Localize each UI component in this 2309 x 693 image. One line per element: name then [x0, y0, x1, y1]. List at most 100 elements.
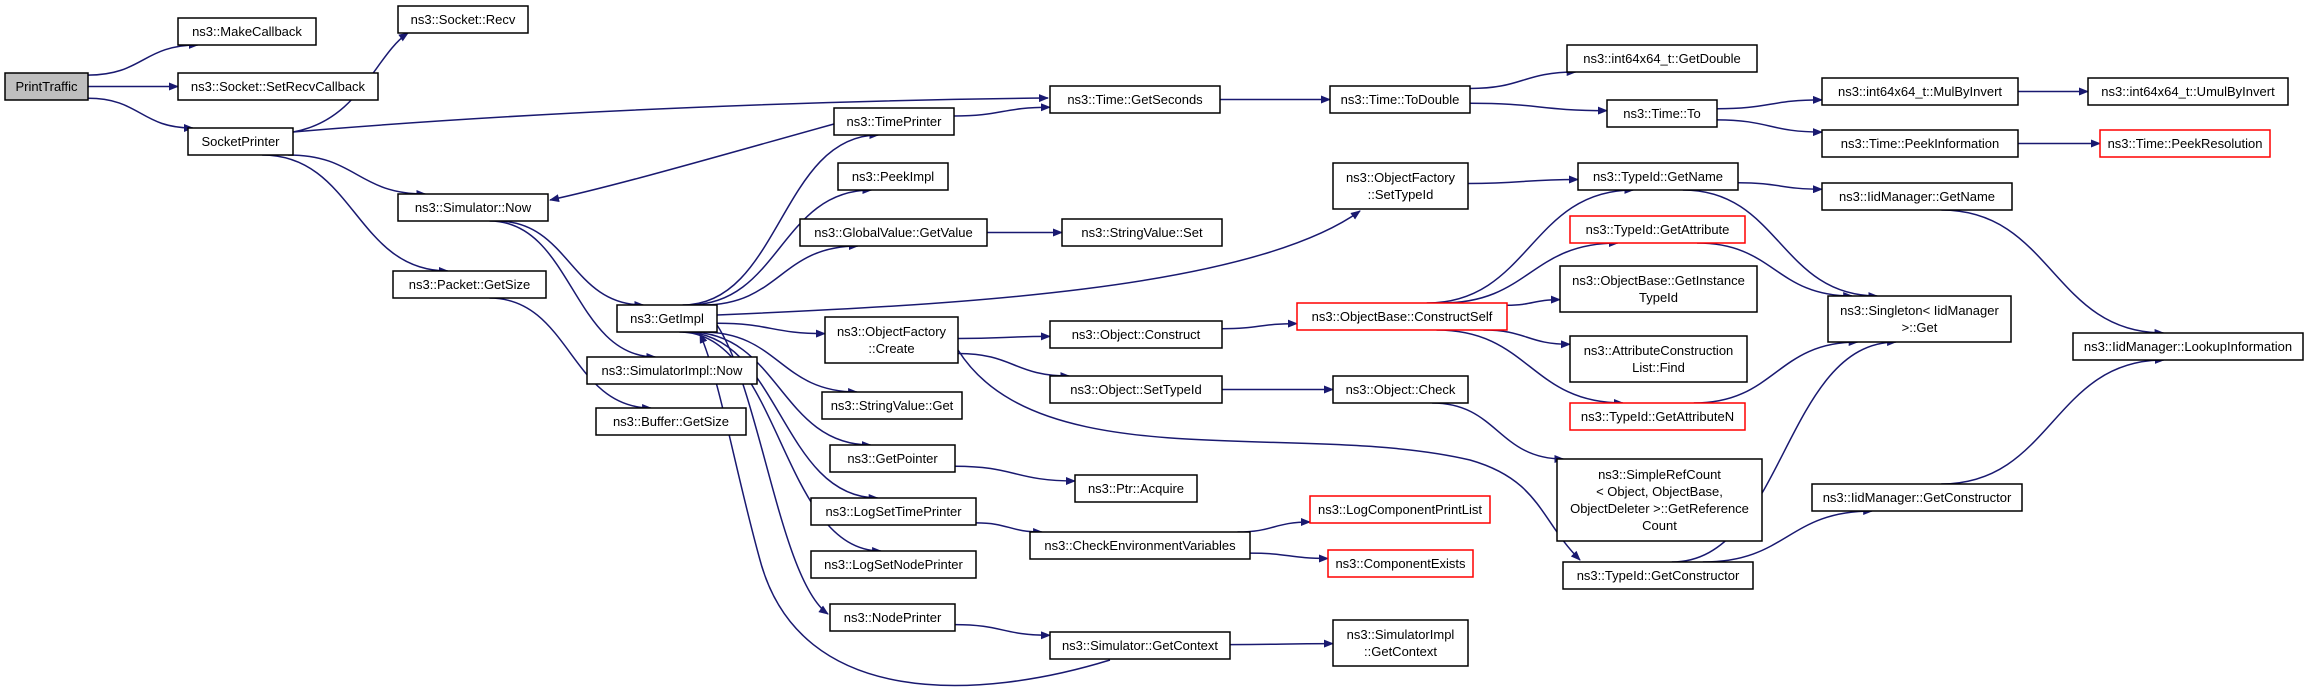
- node-simulator-impl-get-context[interactable]: ns3::SimulatorImpl::GetContext: [1332, 619, 1469, 667]
- edge-print-traffic-to-make-callback: [87, 41, 199, 76]
- node-peek-information[interactable]: ns3::Time::PeekInformation: [1821, 129, 2019, 158]
- node-type-id-get-attribute[interactable]: ns3::TypeId::GetAttribute: [1569, 215, 1746, 244]
- node-check-env-vars[interactable]: ns3::CheckEnvironmentVariables: [1029, 531, 1251, 560]
- node-box: [2087, 77, 2289, 106]
- node-get-pointer[interactable]: ns3::GetPointer: [829, 444, 956, 473]
- node-iid-get-name[interactable]: ns3::IidManager::GetName: [1821, 182, 2013, 211]
- edge-type-id-get-name-to-iid-get-name: [1737, 181, 1823, 194]
- node-box: [595, 407, 747, 436]
- node-type-id-get-constructor[interactable]: ns3::TypeId::GetConstructor: [1562, 561, 1754, 590]
- node-simulator-impl-now[interactable]: ns3::SimulatorImpl::Now: [586, 356, 758, 385]
- node-construct-self[interactable]: ns3::ObjectBase::ConstructSelf: [1296, 302, 1508, 331]
- node-simulator-get-context[interactable]: ns3::Simulator::GetContext: [1049, 631, 1231, 660]
- edge-get-impl-to-peek-impl: [688, 186, 873, 306]
- node-component-exists[interactable]: ns3::ComponentExists: [1327, 549, 1474, 578]
- node-box: [4, 72, 89, 101]
- node-label: ns3::StringValue::Set: [1081, 225, 1203, 240]
- edge-get-impl-to-global-value-get-value: [702, 242, 859, 306]
- edge-socket-printer-to-packet-get-size: [262, 154, 449, 275]
- node-iid-get-constructor[interactable]: ns3::IidManager::GetConstructor: [1811, 483, 2023, 512]
- node-label: ns3::Ptr::Acquire: [1088, 481, 1184, 496]
- node-singleton-get[interactable]: ns3::Singleton< IidManager>::Get: [1827, 295, 2012, 343]
- node-log-set-time-printer[interactable]: ns3::LogSetTimePrinter: [810, 497, 977, 526]
- node-socket-recv[interactable]: ns3::Socket::Recv: [397, 5, 529, 34]
- node-buffer-get-size[interactable]: ns3::Buffer::GetSize: [595, 407, 747, 436]
- node-label: ns3::Buffer::GetSize: [613, 414, 729, 429]
- node-time-get-seconds[interactable]: ns3::Time::GetSeconds: [1049, 85, 1221, 114]
- edge-print-traffic-to-socket-printer: [87, 97, 194, 132]
- node-peek-impl[interactable]: ns3::PeekImpl: [837, 162, 949, 191]
- node-label: ns3::GetImpl: [630, 311, 704, 326]
- node-string-value-set[interactable]: ns3::StringValue::Set: [1061, 218, 1223, 247]
- node-label: ns3::ObjectFactory: [837, 324, 947, 339]
- node-box: [1556, 458, 1763, 542]
- node-node-printer[interactable]: ns3::NodePrinter: [829, 603, 956, 632]
- node-box: [1577, 162, 1739, 191]
- node-object-factory-create[interactable]: ns3::ObjectFactory::Create: [824, 316, 959, 364]
- node-label: ns3::Object::SetTypeId: [1070, 382, 1202, 397]
- node-label: ::GetContext: [1364, 644, 1437, 659]
- node-label: PrintTraffic: [15, 79, 78, 94]
- edge-time-printer-to-simulator-now: [549, 123, 835, 203]
- node-packet-get-size[interactable]: ns3::Packet::GetSize: [392, 270, 547, 299]
- edge-log-set-time-printer-to-check-env-vars: [975, 522, 1044, 536]
- node-int64-get-double[interactable]: ns3::int64x64_t::GetDouble: [1566, 44, 1758, 73]
- node-simple-ref-count[interactable]: ns3::SimpleRefCount< Object, ObjectBase,…: [1556, 458, 1763, 542]
- node-label: SocketPrinter: [201, 134, 280, 149]
- edge-packet-get-size-to-buffer-get-size: [489, 297, 653, 412]
- node-type-id-get-attribute-n[interactable]: ns3::TypeId::GetAttributeN: [1569, 402, 1746, 431]
- node-label: ns3::NodePrinter: [844, 610, 942, 625]
- node-time-to[interactable]: ns3::Time::To: [1606, 99, 1718, 128]
- node-box: [1049, 631, 1231, 660]
- node-box: [2072, 332, 2304, 361]
- edge-time-to-double-to-time-to: [1469, 102, 1608, 115]
- node-label: ns3::TimePrinter: [847, 114, 943, 129]
- node-label: ns3::SimulatorImpl::Now: [602, 363, 743, 378]
- edge-simulator-now-to-get-impl: [496, 220, 645, 309]
- node-label: >::Get: [1902, 320, 1938, 335]
- node-box: [586, 356, 758, 385]
- node-box: [1569, 215, 1746, 244]
- node-object-construct[interactable]: ns3::Object::Construct: [1049, 320, 1223, 349]
- node-ptr-acquire[interactable]: ns3::Ptr::Acquire: [1074, 474, 1198, 503]
- node-umul-by-invert[interactable]: ns3::int64x64_t::UmulByInvert: [2087, 77, 2289, 106]
- node-box: [397, 5, 529, 34]
- node-time-printer[interactable]: ns3::TimePrinter: [833, 107, 955, 136]
- node-label: ns3::Time::ToDouble: [1341, 92, 1460, 107]
- node-box: [833, 107, 955, 136]
- node-set-recv-callback[interactable]: ns3::Socket::SetRecvCallback: [177, 72, 379, 101]
- node-socket-printer[interactable]: SocketPrinter: [187, 127, 294, 156]
- node-label: ns3::Object::Check: [1346, 382, 1456, 397]
- node-object-check[interactable]: ns3::Object::Check: [1332, 375, 1469, 404]
- node-string-value-get[interactable]: ns3::StringValue::Get: [821, 391, 963, 420]
- node-box: [1049, 85, 1221, 114]
- node-mul-by-invert[interactable]: ns3::int64x64_t::MulByInvert: [1821, 77, 2019, 106]
- node-simulator-now[interactable]: ns3::Simulator::Now: [397, 193, 549, 222]
- node-log-set-node-printer[interactable]: ns3::LogSetNodePrinter: [810, 550, 977, 579]
- node-peek-resolution[interactable]: ns3::Time::PeekResolution: [2099, 129, 2271, 158]
- node-box: [829, 603, 956, 632]
- edge-socket-printer-to-simulator-now: [288, 154, 427, 198]
- node-log-component-print-list[interactable]: ns3::LogComponentPrintList: [1309, 495, 1491, 524]
- node-label: ns3::Packet::GetSize: [409, 277, 530, 292]
- node-make-callback[interactable]: ns3::MakeCallback: [177, 17, 317, 46]
- node-object-factory-set-type-id[interactable]: ns3::ObjectFactory::SetTypeId: [1332, 162, 1469, 210]
- node-time-to-double[interactable]: ns3::Time::ToDouble: [1329, 85, 1471, 114]
- node-box: [837, 162, 949, 191]
- node-box: [799, 218, 988, 247]
- node-box: [2099, 129, 2271, 158]
- node-label: ns3::GetPointer: [847, 451, 938, 466]
- node-label: ns3::TypeId::GetAttribute: [1586, 222, 1730, 237]
- node-box: [177, 17, 317, 46]
- node-lookup-information[interactable]: ns3::IidManager::LookupInformation: [2072, 332, 2304, 361]
- node-label: ns3::PeekImpl: [852, 169, 934, 184]
- node-get-impl[interactable]: ns3::GetImpl: [616, 304, 718, 333]
- edge-type-id-get-attribute-to-singleton-get: [1696, 242, 1854, 300]
- node-type-id-get-name[interactable]: ns3::TypeId::GetName: [1577, 162, 1739, 191]
- node-global-value-get-value[interactable]: ns3::GlobalValue::GetValue: [799, 218, 988, 247]
- node-label: ns3::int64x64_t::GetDouble: [1583, 51, 1741, 66]
- node-object-set-type-id[interactable]: ns3::Object::SetTypeId: [1049, 375, 1223, 404]
- edge-get-impl-to-get-pointer: [688, 331, 872, 449]
